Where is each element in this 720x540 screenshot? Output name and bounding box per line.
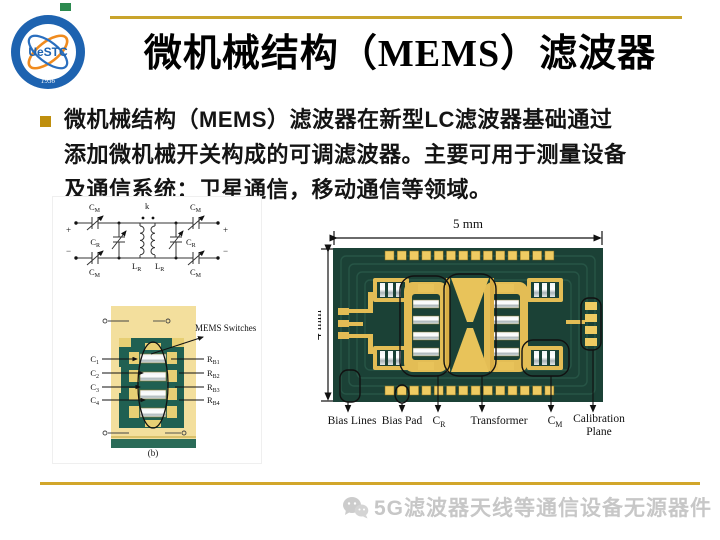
label-cm-topleft: CM — [89, 202, 101, 214]
width-label: 5 mm — [453, 216, 483, 231]
calibration-label-line1: Calibration — [573, 413, 625, 425]
logo-inner-disc — [20, 24, 76, 80]
terminal-plus-left: + — [66, 225, 71, 235]
cm-label: CM — [548, 415, 563, 429]
bottom-gold-rule — [40, 482, 700, 485]
wechat-icon — [342, 496, 369, 519]
mems-switch-column — [129, 352, 177, 418]
layout-photo-b: C1 C2 C3 C4 RB1 RB2 RB3 RB4 MEMS Switche… — [90, 306, 257, 458]
mems-switches-label: MEMS Switches — [195, 323, 257, 333]
body-line: 添加微机械开关构成的可调滤波器。主要可用于测量设备 — [64, 142, 627, 167]
label-cr-right: CR — [186, 237, 196, 249]
r-label-lines — [171, 358, 204, 401]
circuit-diagram — [74, 216, 220, 266]
top-pads — [384, 250, 555, 261]
svg-text:RB2: RB2 — [207, 368, 220, 380]
label-lr-left: LR — [132, 261, 141, 273]
bottom-pads — [384, 385, 555, 396]
terminal-plus-right: + — [223, 225, 228, 235]
uestc-logo: UeSTC 1956 — [8, 6, 88, 96]
cr-outline — [399, 275, 451, 377]
logo-acronym: UeSTC — [28, 45, 68, 59]
callout-outlines — [339, 273, 602, 404]
circuit-terminals — [74, 216, 220, 260]
c-labels: C1 C2 C3 C4 — [90, 354, 99, 407]
height-label: 4 mm — [318, 310, 324, 340]
transformer-structure — [446, 278, 494, 372]
terminal-minus-right: − — [223, 246, 228, 256]
chip-labels: Bias Lines Bias Pad CR Transformer CM Ca… — [328, 413, 626, 438]
cr-label: CR — [432, 415, 446, 429]
inductor-lr-symbols — [139, 223, 156, 258]
green-accent-square — [60, 3, 71, 11]
label-lr-right: LR — [155, 261, 164, 273]
label-cr-left: CR — [90, 237, 100, 249]
svg-text:C1: C1 — [90, 354, 99, 366]
label-k: k — [145, 201, 150, 211]
svg-text:RB3: RB3 — [207, 382, 220, 394]
terminal-minus-left: − — [66, 246, 71, 256]
logo-orbit-orange — [27, 34, 69, 70]
svg-text:C3: C3 — [90, 382, 99, 394]
switch-bank — [527, 278, 563, 302]
photo-bottom-strip — [111, 439, 196, 448]
c-label-arrows — [102, 356, 146, 403]
label-cm-topright: CM — [190, 202, 202, 214]
switch-bank — [373, 346, 409, 370]
figure-die-photo: 5 mm 4 mm — [318, 208, 710, 440]
probe-markers — [102, 318, 187, 436]
dimension-height — [321, 244, 335, 402]
bias-lines-label: Bias Lines — [328, 415, 377, 427]
cr-structures — [404, 282, 528, 372]
logo-year: 1956 — [41, 77, 56, 85]
label-cm-bottomleft: CM — [89, 267, 101, 279]
label-arrows — [344, 350, 597, 413]
bullet-square — [40, 116, 51, 127]
green-accent-strip — [64, 13, 112, 22]
logo-orbit-blue — [27, 34, 69, 70]
bias-lines-outline — [339, 369, 361, 403]
page-title: 微机械结构（MEMS）滤波器 — [143, 33, 657, 75]
pad-rows — [384, 250, 555, 396]
circuit-labels: CM CM CM CM CR CR LR LR k + − + − — [66, 201, 228, 279]
top-gold-rule — [110, 16, 682, 19]
svg-text:RB1: RB1 — [207, 354, 220, 366]
capacitor-cm-symbols — [86, 216, 204, 266]
r-labels: RB1 RB2 RB3 RB4 — [207, 354, 220, 407]
figure-schematic-and-layout: CM CM CM CM CR CR LR LR k + − + − — [52, 196, 262, 464]
label-cm-bottomright: CM — [190, 267, 202, 279]
calibration-outline — [580, 297, 602, 351]
body-line: 微机械结构（MEMS）滤波器在新型LC滤波器基础通过 — [64, 107, 613, 132]
cm-outline — [521, 339, 570, 377]
mems-switches-arrow — [150, 336, 204, 355]
svg-text:RB4: RB4 — [207, 395, 220, 407]
die-photo — [333, 248, 603, 404]
watermark-text: 5G滤波器天线等通信设备无源器件 — [373, 497, 712, 520]
switch-bank-cm — [527, 346, 563, 370]
svg-text:C4: C4 — [90, 395, 99, 407]
calibration-pads — [566, 302, 597, 346]
body-paragraph: 微机械结构（MEMS）滤波器在新型LC滤波器基础通过 添加微机械开关构成的可调滤… — [64, 102, 684, 207]
bias-pad-label: Bias Pad — [382, 415, 423, 427]
bias-line-traces — [338, 292, 373, 354]
calibration-label-line2: Plane — [586, 426, 612, 438]
transformer-label: Transformer — [470, 415, 527, 427]
cr-structure-left — [404, 282, 448, 372]
dimension-width — [329, 231, 603, 245]
capacitor-cr-symbols — [111, 223, 183, 258]
svg-text:C2: C2 — [90, 368, 99, 380]
transformer-outline — [443, 273, 497, 377]
cr-structure-right — [484, 282, 528, 372]
watermark: 5G滤波器天线等通信设备无源器件 — [342, 492, 712, 522]
figure-b-caption: (b) — [148, 448, 159, 458]
